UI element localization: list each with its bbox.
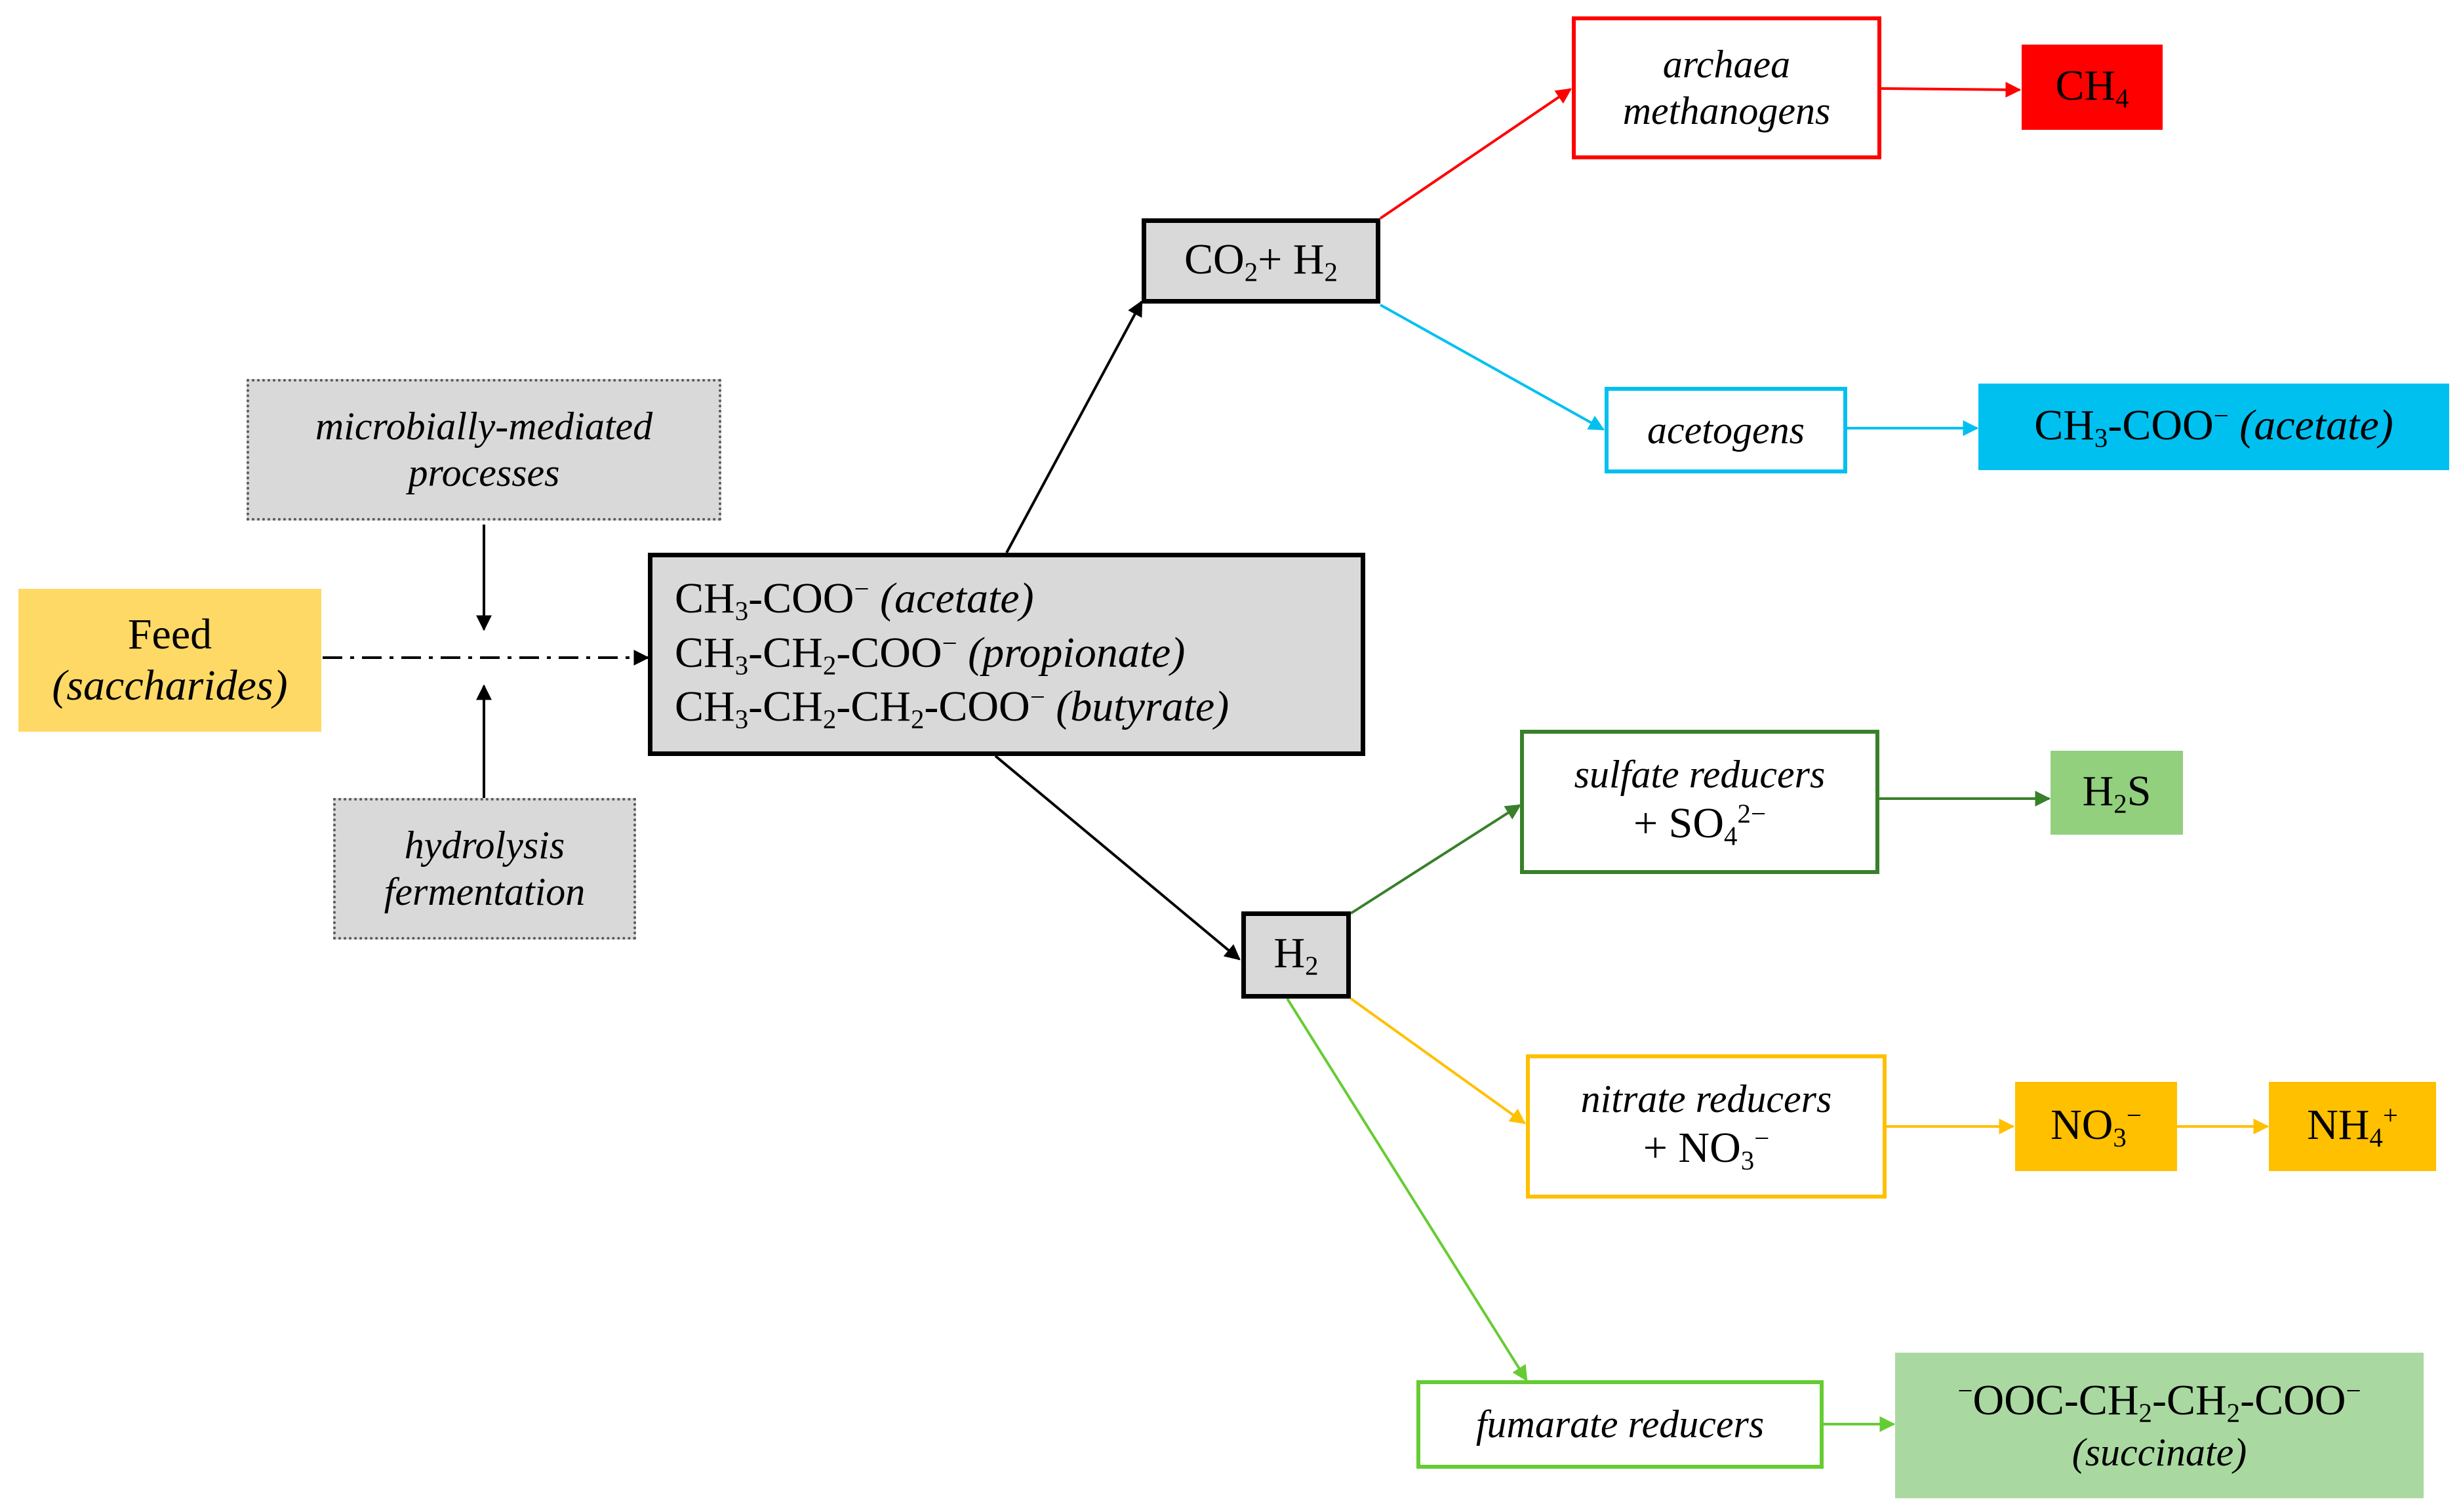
feed-subtitle: (saccharides) xyxy=(52,662,288,709)
arrow-co2h2-to-methanogens xyxy=(1379,88,1572,220)
succinate-formula: −OOC-CH2-CH2-COO− xyxy=(1957,1376,2361,1428)
fumarate-reducers-box: fumarate reducers xyxy=(1416,1380,1824,1469)
processes-box: microbially-mediated processes xyxy=(247,379,721,521)
methanogens-line1: archaea xyxy=(1662,43,1791,87)
hydrolysis-line2: fermentation xyxy=(384,870,586,913)
nitrate-reducers-box: nitrate reducers + NO3− xyxy=(1526,1054,1887,1199)
hydrolysis-box: hydrolysis fermentation xyxy=(333,798,636,940)
processes-line2: processes xyxy=(408,451,560,494)
succinate-name: (succinate) xyxy=(2071,1430,2247,1474)
ch4-box: CH4 xyxy=(2022,45,2163,130)
sulfate-reducers-label: sulfate reducers xyxy=(1574,753,1826,797)
sulfate-ion-label: + SO42− xyxy=(1633,799,1767,851)
acetogens-box: acetogens xyxy=(1605,387,1847,473)
vfa-box: CH3-COO− (acetate) CH3-CH2-COO− (propion… xyxy=(648,553,1365,756)
arrow-h2-to-nitrate xyxy=(1350,997,1526,1124)
ch4-label: CH4 xyxy=(2055,61,2129,113)
nitrate-reducers-label: nitrate reducers xyxy=(1580,1077,1832,1121)
vfa-line-acetate: CH3-COO− (acetate) xyxy=(675,574,1034,626)
co2-h2-label: CO2+ H2 xyxy=(1184,235,1338,287)
arrow-h2-to-sulfate xyxy=(1350,804,1522,915)
h2-box: H2 xyxy=(1241,911,1351,999)
acetate-output-label: CH3-COO− (acetate) xyxy=(2034,401,2393,453)
methanogens-line2: methanogens xyxy=(1622,89,1831,132)
sulfate-reducers-box: sulfate reducers + SO42− xyxy=(1520,730,1879,874)
hydrolysis-line1: hydrolysis xyxy=(404,824,565,867)
feed-box: Feed (saccharides) xyxy=(18,589,321,732)
fumarate-reducers-label: fumarate reducers xyxy=(1475,1403,1765,1446)
h2s-box: H2S xyxy=(2051,751,2183,835)
arrow-h2-to-fumarate xyxy=(1286,997,1528,1382)
arrow-co2h2-to-acetogens xyxy=(1380,304,1605,431)
acetate-output-box: CH3-COO− (acetate) xyxy=(1978,384,2449,470)
feed-title: Feed xyxy=(127,610,212,659)
no3-label: NO3− xyxy=(2051,1100,2142,1153)
nh4-label: NH4+ xyxy=(2307,1100,2398,1153)
arrow-methanogens-to-ch4 xyxy=(1881,81,2022,98)
nitrate-ion-label: + NO3− xyxy=(1643,1123,1770,1176)
succinate-box: −OOC-CH2-CH2-COO− (succinate) xyxy=(1895,1353,2424,1498)
h2-label: H2 xyxy=(1273,929,1319,981)
methanogens-box: archaea methanogens xyxy=(1572,16,1881,159)
processes-line1: microbially-mediated xyxy=(315,405,653,448)
no3-box: NO3− xyxy=(2015,1082,2177,1171)
arrow-vfa-to-h2 xyxy=(994,755,1241,961)
acetogens-label: acetogens xyxy=(1647,408,1805,452)
h2s-label: H2S xyxy=(2082,766,2151,819)
co2-h2-box: CO2+ H2 xyxy=(1142,218,1380,304)
vfa-line-propionate: CH3-CH2-COO− (propionate) xyxy=(675,628,1186,681)
nh4-box: NH4+ xyxy=(2269,1082,2436,1171)
vfa-line-butyrate: CH3-CH2-CH2-COO− (butyrate) xyxy=(675,682,1230,734)
arrow-vfa-to-co2h2 xyxy=(1005,300,1143,553)
